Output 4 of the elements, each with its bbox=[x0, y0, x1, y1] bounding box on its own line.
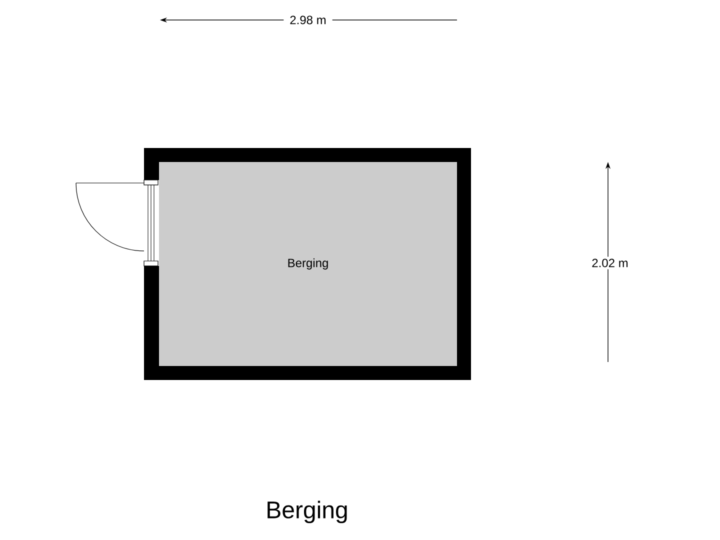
room-floor: Berging bbox=[159, 162, 457, 366]
dimension-label: 2.02 m bbox=[586, 256, 634, 270]
plan-title: Berging bbox=[268, 500, 347, 524]
dimension-label: 2.98 m bbox=[284, 14, 332, 26]
